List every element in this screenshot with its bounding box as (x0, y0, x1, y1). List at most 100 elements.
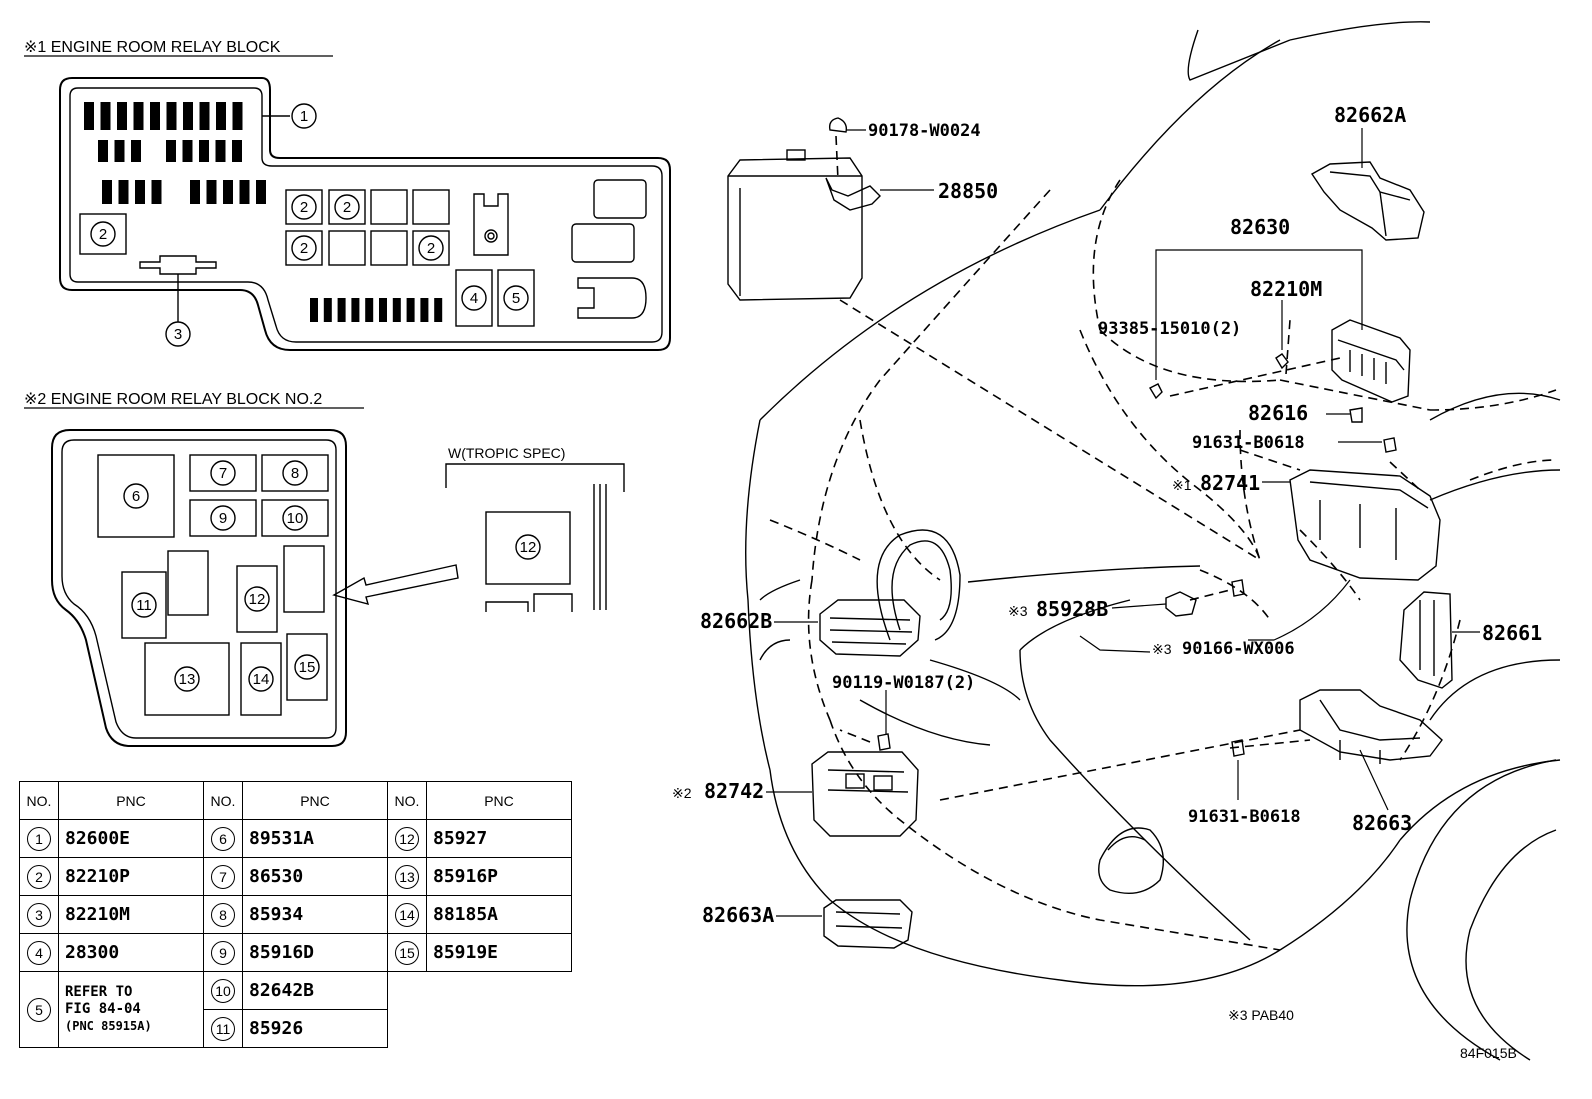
label-90178-W0024: 90178-W0024 (868, 121, 981, 141)
th-pnc-2: PNC (242, 781, 388, 820)
row-no: 6 (211, 826, 235, 851)
fuse (310, 298, 318, 322)
table-row: 1 82600E 6 89531A 12 85927 (19, 819, 572, 858)
row-no: 5 (27, 997, 51, 1022)
table-row: 5 REFER TO FIG 84-04 (PNC 85915A) 10 826… (19, 971, 572, 1048)
refer-line-2: FIG 84-04 (65, 1001, 141, 1017)
row-no: 12 (395, 826, 419, 851)
callout-8: 8 (291, 465, 299, 482)
figure-code: 84F015B (1460, 1045, 1517, 1061)
callout-2b: 2 (300, 199, 308, 216)
row-pnc: 82210M (58, 895, 204, 934)
row-no: 15 (395, 940, 419, 965)
callout-14: 14 (253, 671, 270, 688)
mark-85928B: ※3 (1008, 603, 1028, 619)
relay-block-1-drawing (59, 77, 671, 351)
fuse (406, 298, 415, 322)
row-pnc: 82642B (242, 971, 388, 1010)
label-82630: 82630 (1230, 215, 1290, 239)
cover-82663A (823, 899, 913, 949)
tropic-label: W(TROPIC SPEC) (448, 445, 565, 461)
label-90166-WX006: 90166-WX006 (1182, 639, 1295, 659)
label-82742: 82742 (704, 779, 764, 803)
fuse (232, 140, 242, 162)
table-header-row: NO. PNC NO. PNC NO. PNC (19, 781, 572, 820)
th-no-3: NO. (387, 781, 427, 820)
row-pnc: 89531A (242, 819, 388, 858)
label-82741: 82741 (1200, 471, 1260, 495)
fuse (84, 102, 94, 130)
fuse (223, 180, 233, 204)
junction-box-82741 (1289, 469, 1441, 581)
table-row: 2 82210P 7 86530 13 85916P (19, 857, 572, 896)
label-82616: 82616 (1248, 401, 1308, 425)
table-row: 3 82210M 8 85934 14 88185A (19, 895, 572, 934)
vehicle-outline (745, 21, 1561, 1061)
row-pnc: 28300 (58, 933, 204, 972)
callout-10: 10 (287, 510, 304, 527)
fuse (183, 102, 193, 130)
fuse (100, 102, 111, 130)
row-no: 11 (211, 1016, 235, 1041)
small-parts (877, 353, 1397, 757)
callout-13: 13 (179, 671, 196, 688)
relay-2-a (79, 213, 127, 255)
callout-6: 6 (132, 488, 140, 505)
row-no: 1 (27, 826, 51, 851)
row-pnc: 82600E (58, 819, 204, 858)
mark-82742: ※2 (672, 785, 692, 801)
fuse (365, 298, 374, 322)
row-no: 9 (211, 940, 235, 965)
bracket-82663 (1299, 689, 1443, 764)
row-no: 7 (211, 864, 235, 889)
row-no: 3 (27, 902, 51, 927)
fuse (98, 140, 108, 162)
fuse (166, 102, 177, 130)
fuse (392, 298, 401, 322)
th-no-1: NO. (19, 781, 59, 820)
arrow (332, 564, 459, 605)
fuse (434, 298, 443, 322)
row-pnc: 82210P (58, 857, 204, 896)
label-82662A: 82662A (1334, 103, 1406, 127)
fuse (151, 180, 162, 204)
battery (727, 117, 881, 301)
fuse (131, 140, 141, 162)
relay-block-2-title: ※2 ENGINE ROOM RELAY BLOCK NO.2 (24, 391, 322, 408)
callout-2a: 2 (99, 226, 107, 243)
row-pnc: 85916P (426, 857, 572, 896)
pnc-table: NO. PNC NO. PNC NO. PNC 1 82600E 6 89531… (19, 781, 572, 1048)
th-no-2: NO. (203, 781, 243, 820)
fuse (117, 102, 127, 130)
fuse (114, 140, 125, 162)
th-pnc-1: PNC (58, 781, 204, 820)
label-85928B: 85928B (1036, 597, 1108, 621)
label-82663A: 82663A (702, 903, 774, 927)
row-pnc: 85927 (426, 819, 572, 858)
fuse (102, 180, 112, 204)
callout-11: 11 (136, 597, 152, 614)
box-82742 (811, 751, 919, 837)
th-pnc-3: PNC (426, 781, 572, 820)
cover-82662B (819, 599, 921, 657)
mark-90166: ※3 (1152, 641, 1172, 657)
label-91631-B0618-bottom: 91631-B0618 (1188, 807, 1301, 827)
vehicle-dashed-lines (769, 135, 1557, 951)
row-pnc: 85934 (242, 895, 388, 934)
fuse (351, 298, 360, 322)
label-82663: 82663 (1352, 811, 1412, 835)
label-82661: 82661 (1482, 621, 1542, 645)
refer-line-1: REFER TO (65, 984, 133, 1000)
label-90119-W0187: 90119-W0187(2) (832, 673, 975, 693)
callout-2d: 2 (300, 240, 308, 257)
row-no: 13 (395, 864, 419, 889)
footnote-pab40: ※3 PAB40 (1228, 1007, 1294, 1023)
callout-2e: 2 (427, 240, 435, 257)
fuse-array-1 (84, 102, 443, 322)
fuse (232, 102, 243, 130)
fuse (133, 102, 144, 130)
row-no: 8 (211, 902, 235, 927)
fuse (135, 180, 145, 204)
fuse (420, 298, 429, 322)
